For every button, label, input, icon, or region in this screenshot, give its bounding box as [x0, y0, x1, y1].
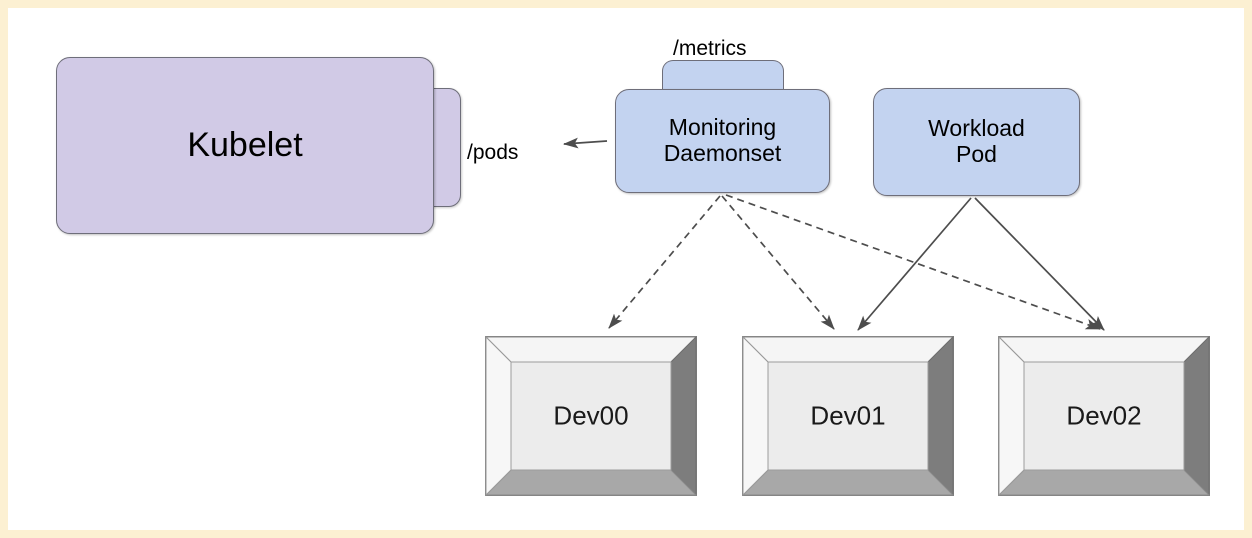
edge-wp-to-dev02	[974, 197, 1105, 331]
monitoring-daemonset-label-line2: Daemonset	[663, 140, 782, 166]
edge-wp-to-dev01	[857, 197, 972, 331]
workload-pod-label-line1: Workload	[928, 115, 1025, 142]
metrics-port-label: /metrics	[673, 37, 747, 60]
monitoring-daemonset-metrics-port[interactable]	[662, 60, 784, 94]
device-dev02[interactable]: Dev02	[998, 336, 1210, 496]
diagram-canvas: Kubelet /pods /metrics Monitoring Daemon…	[8, 8, 1244, 530]
edge-md-to-dev02	[725, 194, 1101, 330]
device-dev00[interactable]: Dev00	[485, 336, 697, 496]
workload-pod-box[interactable]: Workload Pod	[873, 88, 1080, 196]
device-dev01[interactable]: Dev01	[742, 336, 954, 496]
kubelet-box[interactable]: Kubelet	[56, 57, 434, 234]
monitoring-daemonset-label-line1: Monitoring	[668, 114, 777, 141]
workload-pod-label-line2: Pod	[956, 141, 997, 167]
edge-md-to-kubelet	[562, 137, 608, 149]
edge-md-to-dev01	[721, 195, 835, 330]
pods-port-label: /pods	[467, 141, 519, 164]
kubelet-label: Kubelet	[187, 126, 303, 165]
edge-md-to-dev00	[608, 195, 721, 329]
edge-layer	[562, 137, 1105, 331]
monitoring-daemonset-box[interactable]: Monitoring Daemonset	[615, 89, 830, 193]
